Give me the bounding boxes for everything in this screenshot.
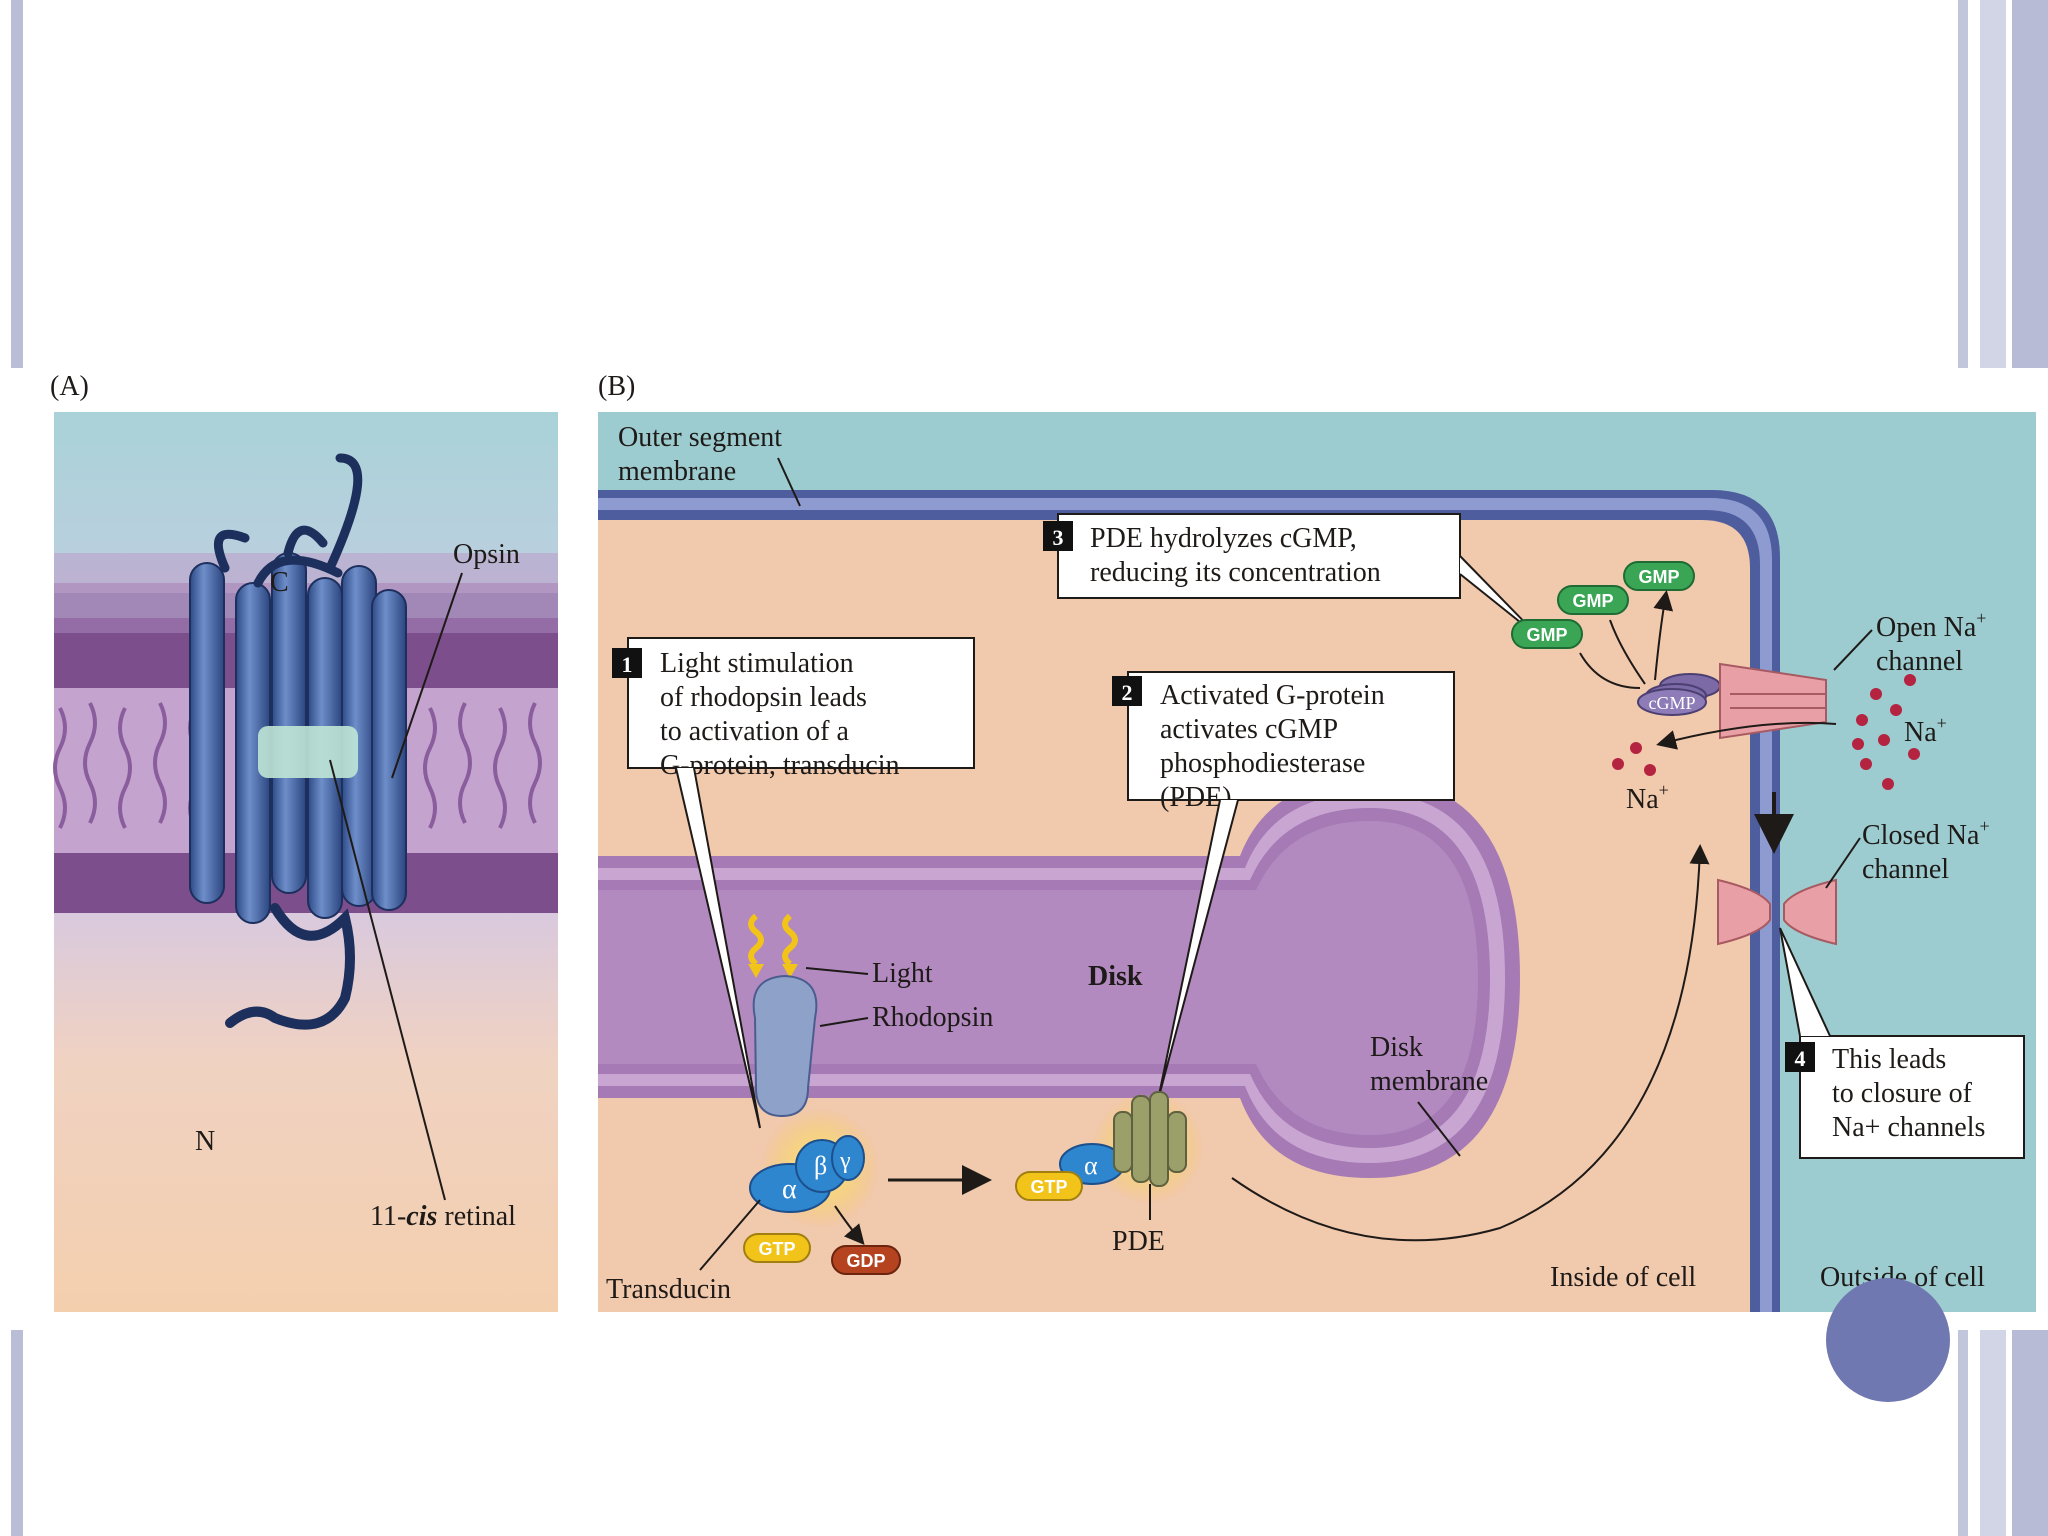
transducin-label: Transducin — [606, 1274, 731, 1305]
svg-text:α: α — [1084, 1151, 1098, 1180]
na-ions-outside — [1852, 674, 1920, 790]
step-2-number: 2 — [1122, 680, 1133, 705]
closed-na-channel — [1717, 878, 1837, 946]
activated-alpha-pde: α — [1059, 1091, 1204, 1204]
rhodopsin-label: Rhodopsin — [872, 1002, 993, 1033]
open-na-channel — [1719, 662, 1827, 740]
step-3-line-2: reducing its concentration — [1090, 557, 1381, 588]
open-channel-label-1: Open Na+ — [1876, 608, 1986, 643]
step-2-line-2: activates cGMP — [1160, 714, 1338, 745]
gmp-pill-1: GMP — [1511, 619, 1583, 649]
retinal-label: 11-cis retinal — [370, 1201, 516, 1232]
disk-membrane-label-1: Disk — [1370, 1032, 1423, 1063]
step-1-line-2: of rhodopsin leads — [660, 682, 867, 713]
na-inside-label: Na+ — [1626, 780, 1669, 815]
opsin-label: Opsin — [453, 539, 520, 570]
beta-subunit-label: β — [814, 1151, 827, 1180]
panel-a: (A) C N Opsin 11-cis reti — [50, 371, 558, 1312]
n-terminus-label: N — [195, 1126, 215, 1157]
step-1-marker — [612, 648, 642, 678]
outer-segment-label-2: membrane — [618, 456, 736, 487]
light-label: Light — [872, 958, 933, 989]
svg-text:GDP: GDP — [846, 1251, 885, 1271]
na-ions-inside — [1612, 742, 1656, 776]
retinal-leader — [329, 759, 446, 1201]
step-4-callout: 4 This leads to closure of Na+ channels — [1779, 927, 2025, 1159]
gdp-pill: GDP — [831, 1245, 901, 1275]
step-4-line-1: This leads — [1832, 1044, 1946, 1075]
n-terminal-tail — [225, 903, 355, 1030]
closed-channel-label-1: Closed Na+ — [1862, 816, 1990, 851]
c-terminus-label: C — [270, 567, 289, 598]
cgmp-label: cGMP — [1648, 693, 1695, 713]
step-3-callout: 3 PDE hydrolyzes cGMP, reducing its conc… — [1043, 513, 1541, 639]
step-3-line-1: PDE hydrolyzes cGMP, — [1090, 523, 1357, 554]
outer-segment-leader — [777, 457, 801, 507]
step-1-callout: 1 Light stimulation of rhodopsin leads t… — [612, 637, 975, 1129]
step-3-marker — [1043, 521, 1073, 551]
disk — [598, 778, 1520, 1178]
outer-segment-label-1: Outer segment — [618, 422, 782, 453]
opsin-leader — [391, 572, 463, 779]
step-1-line-1: Light stimulation — [660, 648, 854, 679]
step-2-callout: 2 Activated G-protein activates cGMP pho… — [1112, 671, 1455, 1101]
svg-text:GMP: GMP — [1526, 625, 1567, 645]
panel-a-label: (A) — [50, 371, 89, 402]
gtp-pill-1: GTP — [743, 1233, 811, 1263]
na-outside-label: Na+ — [1904, 713, 1947, 748]
step-1-line-4: G-protein, transducin — [660, 750, 900, 781]
step-1-line-3: to activation of a — [660, 716, 850, 747]
retinal-block — [258, 726, 358, 778]
alpha-subunit-label: α — [782, 1174, 797, 1205]
figure-svg: (A) C N Opsin 11-cis reti — [50, 371, 2036, 1312]
step-4-line-2: to closure of — [1832, 1078, 1973, 1109]
svg-text:GMP: GMP — [1638, 567, 1679, 587]
pde-label: PDE — [1112, 1226, 1165, 1257]
disk-label: Disk — [1088, 961, 1143, 992]
step-2-marker — [1112, 676, 1142, 706]
light-rays — [748, 913, 798, 978]
panel-b: (B) Disk Disk membrane Outer segment mem… — [598, 371, 2036, 1312]
open-channel-label-2: channel — [1876, 646, 1963, 677]
disk-membrane-leader — [1417, 1101, 1461, 1157]
slide-decorative-circle — [1826, 1278, 1950, 1402]
svg-text:GTP: GTP — [758, 1239, 795, 1259]
step-4-marker — [1785, 1042, 1815, 1072]
svg-text:GMP: GMP — [1572, 591, 1613, 611]
svg-text:GTP: GTP — [1030, 1177, 1067, 1197]
gamma-subunit-label: γ — [839, 1148, 851, 1174]
gmp-pill-2: GMP — [1557, 585, 1629, 615]
step-4-line-3: Na+ channels — [1832, 1112, 1985, 1143]
signal-path-arrow — [1231, 844, 1710, 1242]
disk-membrane-label-2: membrane — [1370, 1066, 1488, 1097]
cgmp-cluster: cGMP — [1637, 673, 1721, 716]
phototransduction-figure: (A) C N Opsin 11-cis reti — [0, 368, 2048, 1330]
gmp-pill-3: GMP — [1623, 561, 1695, 591]
gtp-pill-2: GTP — [1015, 1171, 1083, 1201]
opsin-helices — [189, 453, 407, 924]
step-3-number: 3 — [1053, 525, 1064, 550]
inside-cell-label: Inside of cell — [1550, 1262, 1696, 1293]
step-2-line-3: phosphodiesterase — [1160, 748, 1365, 779]
panel-b-label: (B) — [598, 371, 635, 402]
step-1-number: 1 — [622, 652, 633, 677]
closed-channel-label-2: channel — [1862, 854, 1949, 885]
transducin-complex: α β γ — [749, 1108, 880, 1228]
rhodopsin — [752, 974, 818, 1118]
step-4-number: 4 — [1795, 1046, 1806, 1071]
step-2-line-1: Activated G-protein — [1160, 680, 1385, 711]
